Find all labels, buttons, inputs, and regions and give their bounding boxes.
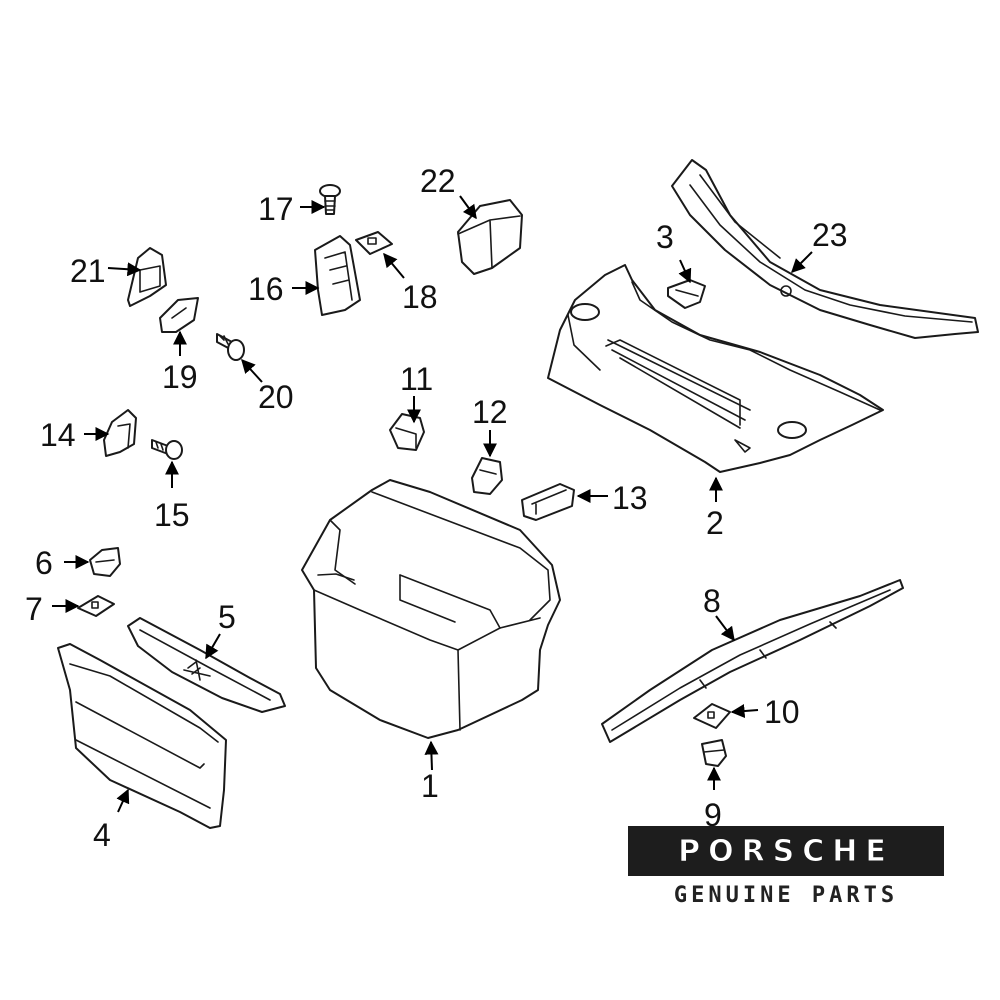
callout-7: 7	[25, 591, 43, 627]
part-21-bracket[interactable]	[127, 247, 167, 307]
callout-17: 17	[258, 191, 294, 227]
part-9-clip[interactable]	[701, 739, 727, 767]
callout-14: 14	[40, 417, 76, 453]
part-8-sill-strip[interactable]	[601, 579, 904, 743]
callout-16: 16	[248, 271, 284, 307]
callout-11: 11	[400, 361, 433, 397]
part-6-clip[interactable]	[89, 547, 121, 577]
callout-21: 21	[70, 253, 106, 289]
callout-8: 8	[703, 583, 721, 619]
porsche-genuine-parts-logo: PORSCHE GENUINE PARTS	[628, 826, 944, 912]
callout-20: 20	[258, 379, 294, 415]
callout-2: 2	[706, 505, 724, 541]
part-1-storage-tray[interactable]	[301, 479, 561, 739]
part-10-clip-nut[interactable]	[693, 703, 731, 729]
part-23-cowl-strip[interactable]	[671, 159, 979, 339]
part-15-bolt[interactable]	[151, 439, 183, 460]
part-16-bracket[interactable]	[314, 235, 361, 316]
part-11-clip[interactable]	[389, 413, 425, 451]
callout-12: 12	[472, 394, 508, 430]
callout-22: 22	[420, 163, 456, 199]
callout-3: 3	[656, 219, 674, 255]
brand-tagline: GENUINE PARTS	[673, 883, 899, 908]
callout-13: 13	[612, 480, 648, 516]
leader-lines	[52, 195, 813, 813]
callout-1: 1	[421, 768, 439, 804]
part-5-trim-strip[interactable]	[127, 617, 286, 713]
part-13-channel[interactable]	[521, 483, 575, 521]
part-22-cover[interactable]	[457, 199, 523, 275]
callout-19: 19	[162, 359, 198, 395]
part-14-bracket[interactable]	[103, 409, 137, 457]
callout-4: 4	[93, 817, 111, 853]
brand-name: PORSCHE	[678, 833, 894, 869]
callout-23: 23	[812, 217, 848, 253]
callout-5: 5	[218, 599, 236, 635]
part-4-panel[interactable]	[57, 643, 227, 829]
part-17-screw[interactable]	[319, 184, 341, 215]
callout-numbers: 1 2 3 4 5 6 7 8 9 10 11 12 13 14 15 16 1…	[25, 163, 848, 853]
brand-band: PORSCHE	[628, 826, 944, 876]
callout-6: 6	[35, 545, 53, 581]
callout-18: 18	[402, 279, 438, 315]
callout-15: 15	[154, 497, 190, 533]
callout-10: 10	[764, 694, 800, 730]
part-18-clip-nut[interactable]	[355, 231, 393, 255]
part-20-bolt[interactable]	[216, 333, 245, 361]
callout-9: 9	[704, 797, 722, 833]
part-7-clip-nut[interactable]	[77, 595, 115, 617]
part-19-grommet[interactable]	[159, 297, 199, 333]
part-12-retainer[interactable]	[471, 457, 503, 495]
part-2-cowl-panel[interactable]	[547, 264, 884, 473]
part-3-clip[interactable]	[667, 279, 706, 309]
